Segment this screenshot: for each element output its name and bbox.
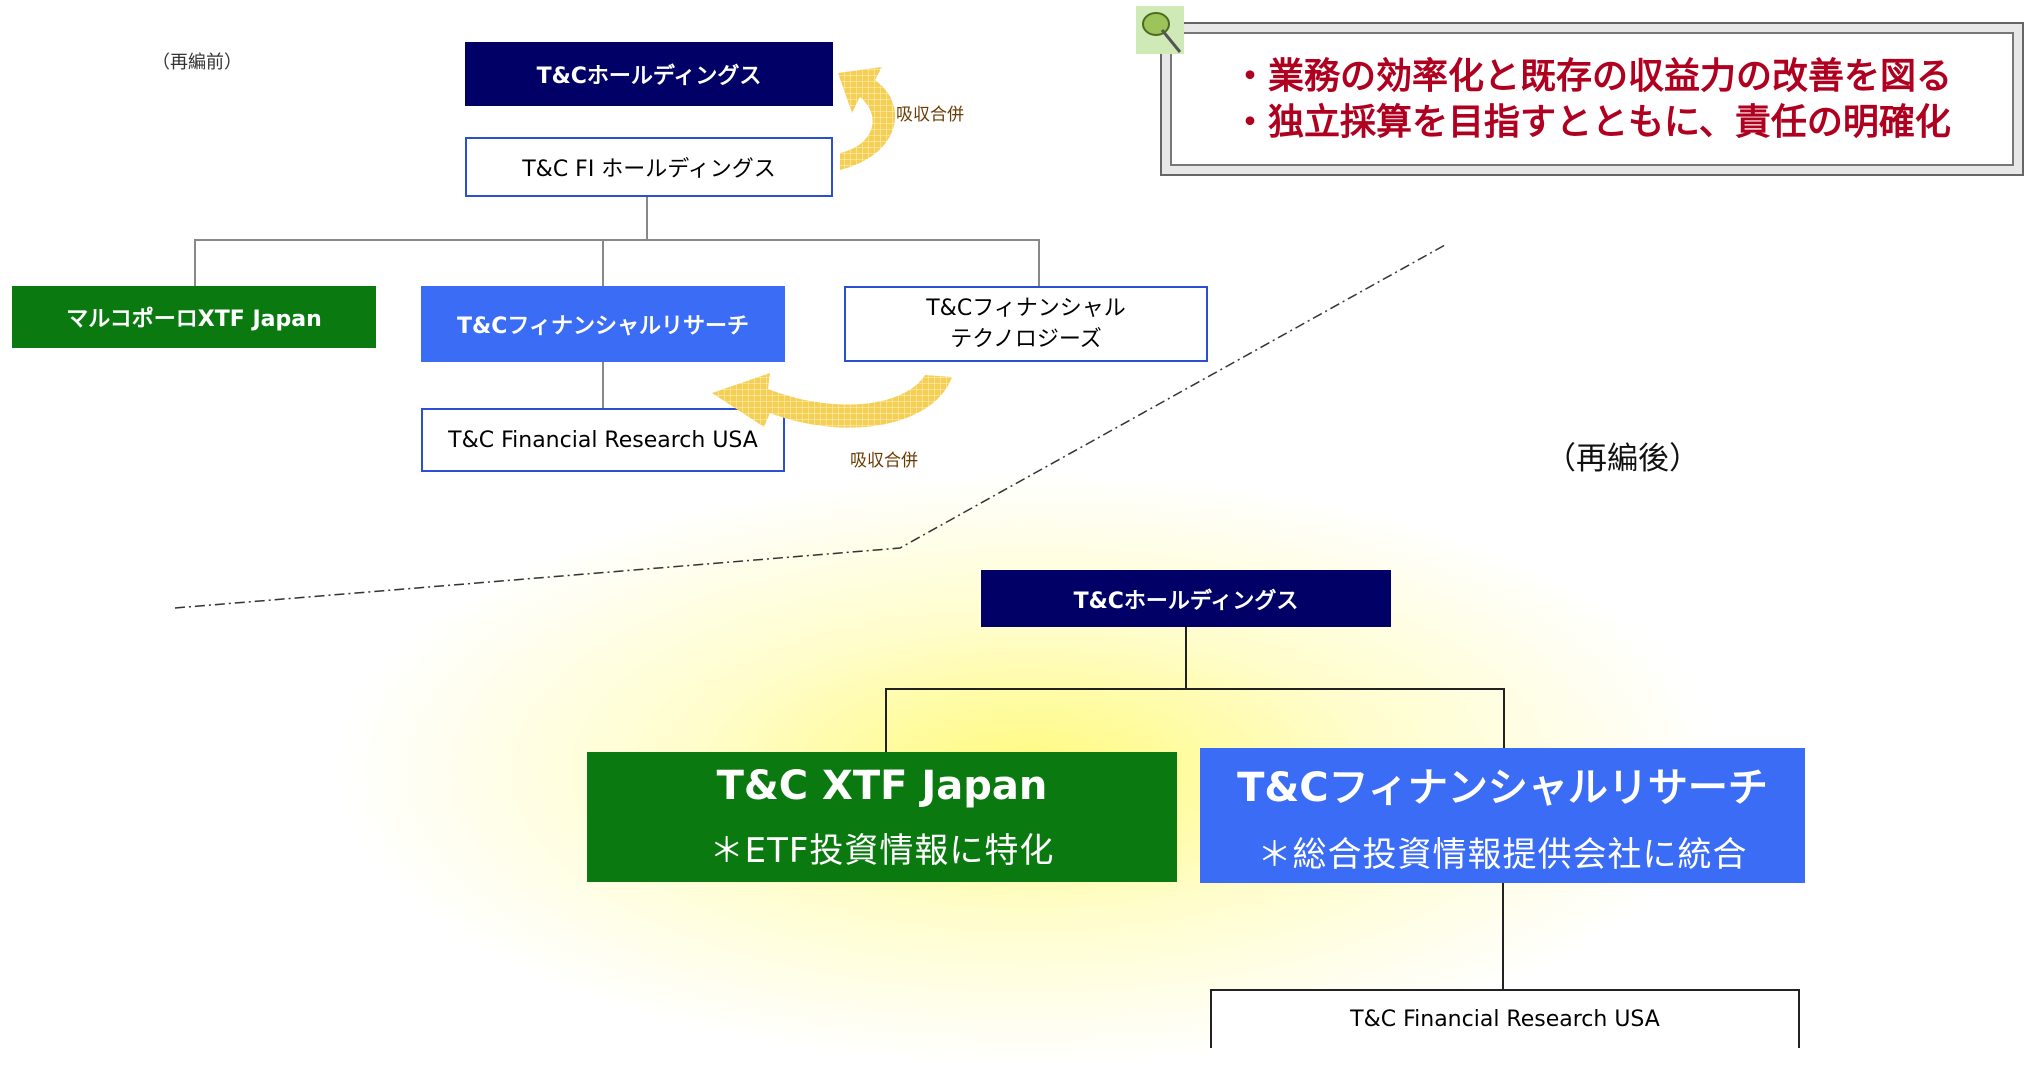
merge-label-bottom: 吸収合併 <box>850 451 918 471</box>
merge-label-top: 吸収合併 <box>896 105 964 125</box>
after-holdings-box: T&Cホールディングス <box>981 570 1391 627</box>
fr-subtitle: ＊総合投資情報提供会社に統合 <box>1257 835 1748 875</box>
connector <box>194 239 1040 241</box>
after-fr-usa-box: T&C Financial Research USA <box>1210 989 1800 1048</box>
before-financial-research-box: T&Cフィナンシャルリサーチ <box>421 286 785 362</box>
fr-title: T&Cフィナンシャルリサーチ <box>1237 765 1768 811</box>
financial-tech-line1: T&Cフィナンシャル <box>926 296 1126 321</box>
callout-line1: ・業務の効率化と既存の収益力の改善を図る <box>1232 56 1953 97</box>
merge-arrow-bottom-icon <box>712 373 952 428</box>
connector <box>1502 883 1504 989</box>
before-fr-usa-box: T&C Financial Research USA <box>421 408 785 472</box>
xtf-subtitle: ＊ETF投資情報に特化 <box>709 830 1055 871</box>
connector <box>1185 627 1187 689</box>
xtf-japan-box: T&C XTF Japan ＊ETF投資情報に特化 <box>587 752 1177 882</box>
after-financial-research-box: T&Cフィナンシャルリサーチ ＊総合投資情報提供会社に統合 <box>1200 748 1805 883</box>
connector <box>885 688 1505 690</box>
xtf-title: T&C XTF Japan <box>716 762 1048 809</box>
section-separator <box>174 244 1446 609</box>
marco-polo-box: マルコポーロXTF Japan <box>12 286 376 348</box>
connector <box>1503 688 1505 748</box>
connector <box>646 197 648 239</box>
after-heading: （再編後） <box>1545 441 1700 477</box>
connector <box>885 688 887 752</box>
pushpin-icon <box>1136 6 1184 54</box>
merge-arrow-top-icon <box>838 67 896 170</box>
before-heading: （再編前） <box>152 52 242 73</box>
financial-tech-line2: テクノロジーズ <box>950 327 1102 352</box>
connector <box>1038 239 1040 286</box>
connector <box>194 239 196 286</box>
financial-tech-box: T&Cフィナンシャル テクノロジーズ <box>844 286 1208 362</box>
callout-box: ・業務の効率化と既存の収益力の改善を図る ・独立採算を目指すとともに、責任の明確… <box>1160 22 2024 176</box>
before-holdings-box: T&Cホールディングス <box>465 42 833 106</box>
connector <box>602 362 604 408</box>
callout-line2: ・独立採算を目指すとともに、責任の明確化 <box>1232 102 1951 143</box>
before-fi-holdings-box: T&C FI ホールディングス <box>465 137 833 197</box>
connector <box>602 239 604 286</box>
